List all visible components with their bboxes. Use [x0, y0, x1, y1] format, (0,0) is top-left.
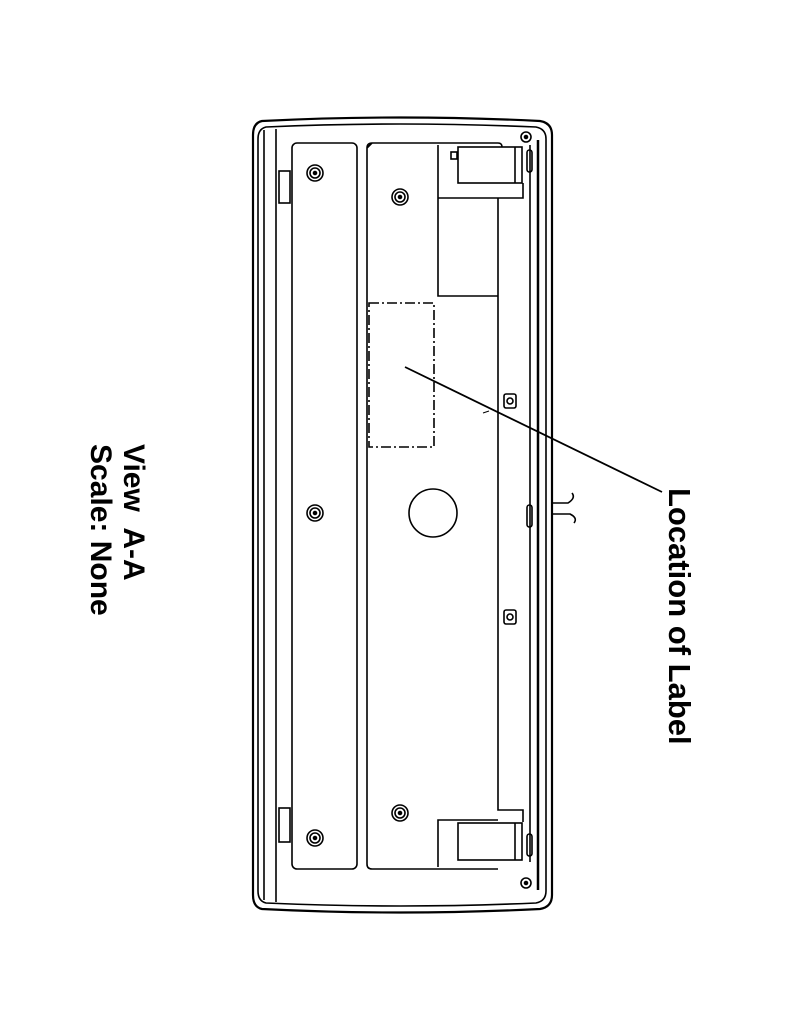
label-location-area [368, 302, 435, 448]
foot-pad-bottom [278, 807, 291, 843]
screw-icon [520, 131, 532, 143]
latch-bottom [457, 822, 523, 861]
foot-pad-top [278, 170, 291, 204]
latch-top [450, 146, 523, 184]
screw-icon [391, 804, 409, 822]
left-panel [291, 142, 358, 870]
stray-mark [482, 410, 490, 414]
screw-icon [306, 829, 324, 847]
center-hole [408, 488, 458, 538]
screws [306, 131, 532, 889]
screw-icon [306, 504, 324, 522]
keyboard-outline [251, 116, 554, 914]
center-panel [366, 142, 531, 870]
screw-icon [391, 188, 409, 206]
vent-slots [526, 149, 533, 857]
clip-icon [503, 393, 517, 409]
location-of-label-callout: Location of Label [662, 488, 697, 745]
view-caption: View A-A Scale: None [84, 444, 150, 616]
cable [552, 492, 577, 524]
screw-icon [306, 164, 324, 182]
view-title: View A-A [117, 444, 150, 581]
clip-icon [503, 609, 517, 625]
screw-icon [520, 877, 532, 889]
leader-line [404, 366, 663, 493]
view-scale: Scale: None [84, 444, 117, 616]
